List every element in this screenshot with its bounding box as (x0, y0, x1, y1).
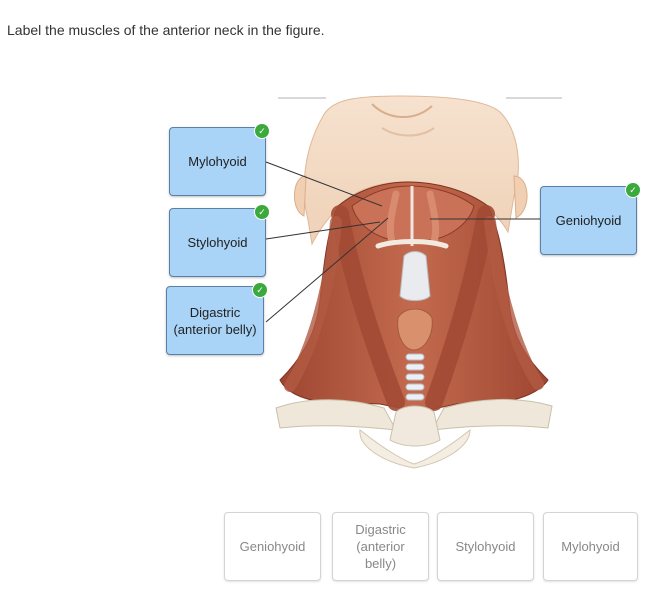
placed-label-mylohyoid-text: Mylohyoid (188, 154, 247, 169)
placed-label-digastric-text: Digastric (anterior belly) (173, 304, 257, 337)
placed-label-mylohyoid[interactable]: Mylohyoid ✓ (169, 123, 270, 196)
bank-label-digastric-text: Digastric (anterior belly) (355, 522, 406, 571)
check-circle-icon: ✓ (252, 282, 268, 298)
bank-label-digastric[interactable]: Digastric (anterior belly) (332, 512, 429, 581)
placed-label-stylohyoid-text: Stylohyoid (187, 235, 248, 250)
placed-label-stylohyoid[interactable]: Stylohyoid ✓ (169, 204, 270, 277)
bank-label-geniohyoid[interactable]: Geniohyoid (224, 512, 321, 581)
check-circle-icon: ✓ (254, 204, 270, 220)
bank-label-stylohyoid[interactable]: Stylohyoid (437, 512, 534, 581)
check-circle-icon: ✓ (625, 182, 641, 198)
placed-label-digastric[interactable]: Digastric (anterior belly) ✓ (166, 282, 268, 355)
placed-label-geniohyoid-text: Geniohyoid (555, 213, 622, 228)
question-prompt: Label the muscles of the anterior neck i… (7, 22, 325, 38)
bank-label-geniohyoid-text: Geniohyoid (239, 539, 306, 554)
bank-label-mylohyoid-text: Mylohyoid (561, 539, 620, 554)
bank-label-mylohyoid[interactable]: Mylohyoid (543, 512, 638, 581)
placed-label-geniohyoid[interactable]: Geniohyoid ✓ (540, 182, 641, 255)
bank-label-stylohyoid-text: Stylohyoid (455, 539, 516, 554)
check-circle-icon: ✓ (254, 123, 270, 139)
